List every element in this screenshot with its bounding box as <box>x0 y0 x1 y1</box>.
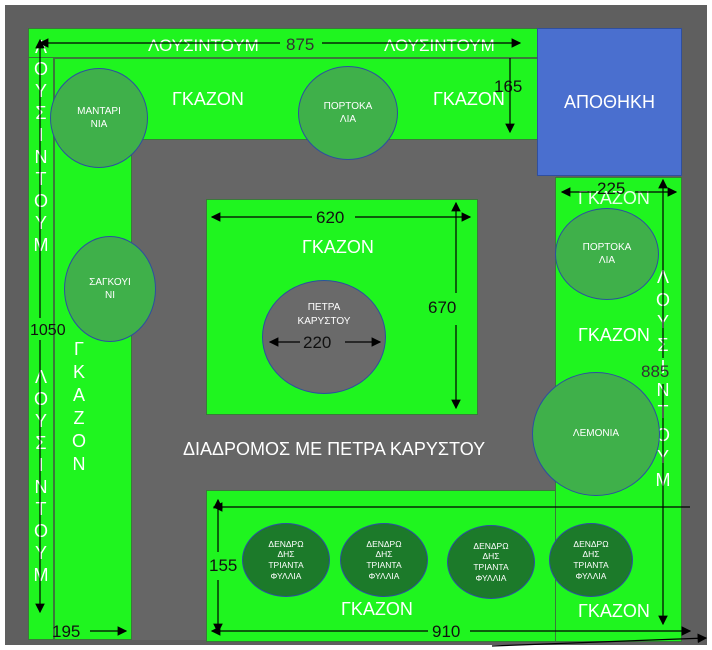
lemon-tree: ΛΕΜΟΝΙΑ <box>532 372 660 496</box>
storage-building: ΑΠΟΘΗΚΗ <box>537 28 682 176</box>
rose-tree-4-label: ΔΕΝΔΡΩ ΔΗΣ ΤΡΙΑΝΤΑ ΦΥΛΛΙΑ <box>573 538 609 581</box>
dim-bottom-height: 155 <box>209 556 238 575</box>
rose-tree-1-label: ΔΕΝΔΡΩ ΔΗΣ ΤΡΙΑΝΤΑ ΦΥΛΛΙΑ <box>268 538 304 581</box>
rose-tree-4: ΔΕΝΔΡΩ ΔΗΣ ΤΡΙΑΝΤΑ ΦΥΛΛΙΑ <box>549 523 633 597</box>
dim-right-height: 885 <box>641 362 670 381</box>
storage-label: ΑΠΟΘΗΚΗ <box>563 91 655 112</box>
dim-bottom-width: 910 <box>432 622 461 641</box>
dim-center-height: 670 <box>428 298 457 317</box>
right-lawn-label-top: ΓΚΑΖΟΝ <box>578 188 650 208</box>
dim-left-height: 1050 <box>30 322 66 339</box>
dim-right-width: 225 <box>597 179 626 198</box>
dim-top-depth: 165 <box>494 77 523 96</box>
rose-tree-1: ΔΕΝΔΡΩ ΔΗΣ ΤΡΙΑΝΤΑ ΦΥΛΛΙΑ <box>242 523 330 597</box>
rose-tree-3: ΔΕΝΔΡΩ ΔΗΣ ΤΡΙΑΝΤΑ ΦΥΛΛΙΑ <box>447 525 535 599</box>
right-lawn-label-bottom: ΓΚΑΖΟΝ <box>578 601 650 621</box>
walkway-label: ΔΙΑΔΡΟΜΟΣ ΜΕ ΠΕΤΡΑ ΚΑΡΥΣΤΟΥ <box>183 439 486 459</box>
jaguar-tree: ΣΑΓΚΟΥΙ ΝΙ <box>64 236 156 342</box>
orange-tree-top-label: ΠΟΡΤΟΚΑ ΛΙΑ <box>323 100 373 126</box>
top-laurel-label-2: ΛΟΥΣΙΝΤΟΥΜ <box>384 36 495 55</box>
orange-tree-right-label: ΠΟΡΤΟΚΑ ΛΙΑ <box>582 241 632 267</box>
left-laurel-strip <box>28 28 54 640</box>
center-lawn-label: ΓΚΑΖΟΝ <box>302 237 374 257</box>
top-laurel-label-1: ΛΟΥΣΙΝΤΟΥΜ <box>148 36 259 55</box>
dim-left-bottom: 195 <box>52 622 81 641</box>
arrow-bottom-edge <box>491 633 708 647</box>
lemon-tree-label: ΛΕΜΟΝΙΑ <box>572 428 620 440</box>
rose-tree-2-label: ΔΕΝΔΡΩ ΔΗΣ ΤΡΙΑΝΤΑ ΦΥΛΛΙΑ <box>366 538 402 581</box>
karystos-stone-circle: ΠΕΤΡΑ ΚΑΡΥΣΤΟΥ <box>262 280 386 394</box>
dim-stone-width: 220 <box>303 333 332 352</box>
jaguar-tree-label: ΣΑΓΚΟΥΙ ΝΙ <box>89 276 131 302</box>
orange-tree-right: ΠΟΡΤΟΚΑ ΛΙΑ <box>555 208 659 300</box>
top-lawn-label-2: ΓΚΑΖΟΝ <box>433 89 505 109</box>
stone-label: ΠΕΤΡΑ ΚΑΡΥΣΤΟΥ <box>297 302 351 327</box>
dim-top-width: 875 <box>286 35 315 54</box>
top-white-strip <box>0 0 712 5</box>
rose-tree-3-label: ΔΕΝΔΡΩ ΔΗΣ ΤΡΙΑΝΤΑ ΦΥΛΛΙΑ <box>473 540 509 583</box>
bottom-lawn-label: ΓΚΑΖΟΝ <box>341 599 413 619</box>
mandarin-tree-label: ΜΑΝΤΑΡΙ ΝΙΑ <box>77 105 121 131</box>
rose-tree-2: ΔΕΝΔΡΩ ΔΗΣ ΤΡΙΑΝΤΑ ΦΥΛΛΙΑ <box>340 523 428 597</box>
right-lawn-label-mid: ΓΚΑΖΟΝ <box>578 325 650 345</box>
mandarin-tree: ΜΑΝΤΑΡΙ ΝΙΑ <box>50 68 148 168</box>
top-lawn-label-1: ΓΚΑΖΟΝ <box>172 89 244 109</box>
dim-center-width: 620 <box>316 208 345 227</box>
orange-tree-top: ΠΟΡΤΟΚΑ ΛΙΑ <box>298 66 398 160</box>
